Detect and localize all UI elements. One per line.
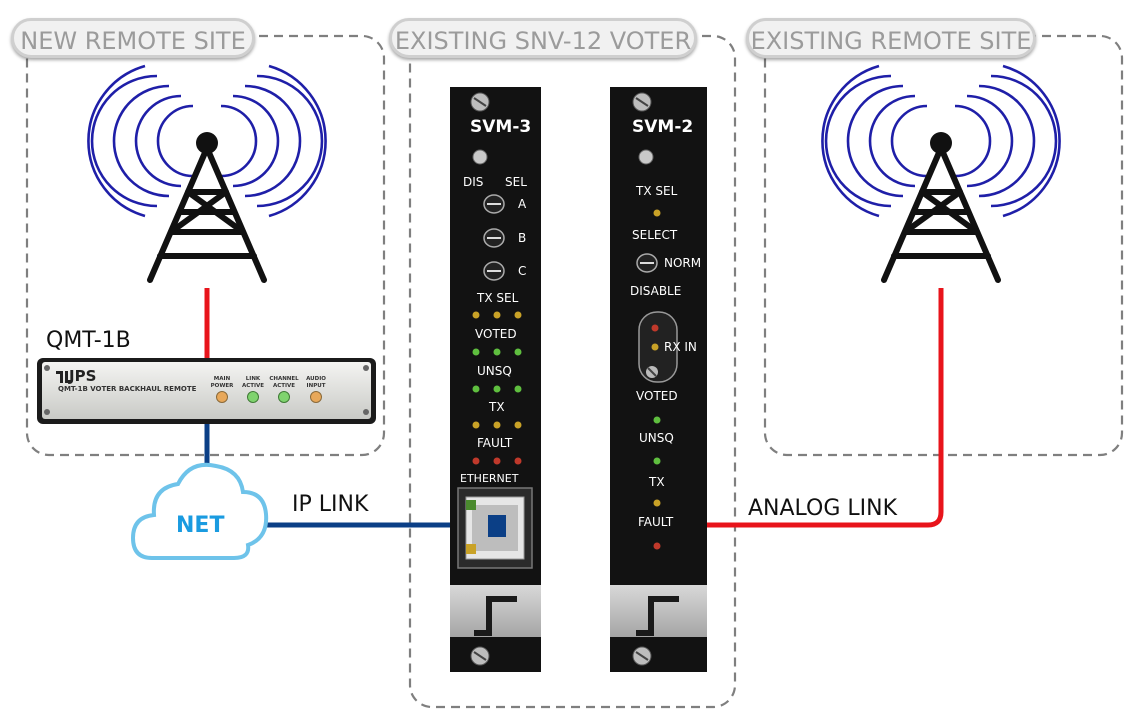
svm2-led-tx-sel: [653, 209, 661, 217]
net-label: NET: [176, 513, 225, 538]
svm3-sel-label: SEL: [505, 175, 527, 189]
svm2-title: SVM-2: [632, 117, 694, 137]
site-label-voter: EXISTING SNV-12 VOTER: [389, 18, 697, 58]
svm3-leds-tx-sel: [472, 311, 522, 319]
antenna-icon-right: [821, 64, 1061, 283]
svm2-select-switch[interactable]: [636, 253, 658, 273]
svm2-norm-label: NORM: [664, 256, 702, 270]
ip-link-label: IP LINK: [292, 492, 369, 517]
svm2-card: [610, 87, 707, 672]
svm2-led-voted: [653, 416, 661, 424]
svm2-voted-label: VOTED: [636, 389, 678, 403]
svm2-fault-label: FAULT: [638, 515, 674, 529]
qmt-led-channel-active: [278, 391, 290, 403]
svm2-disable-label: DISABLE: [630, 284, 682, 298]
svm2-tx-label: TX: [649, 475, 665, 489]
svm2-select-label: SELECT: [632, 228, 678, 242]
jps-logo-icon: [56, 371, 72, 383]
svm3-dis-label: DIS: [463, 175, 484, 189]
qmt-brand: JPS: [69, 367, 97, 385]
svm3-tx-label: TX: [489, 400, 505, 414]
site-label-existing-remote: EXISTING REMOTE SITE: [746, 18, 1036, 58]
qmt-led-audio-input: [310, 391, 322, 403]
svm3-tx-sel-label: TX SEL: [477, 291, 519, 305]
svm3-unsq-label: UNSQ: [477, 364, 512, 378]
svm3-switch-label-a: A: [518, 197, 527, 211]
svm2-led-tx: [653, 499, 661, 507]
qmt-led-link-active: [247, 391, 259, 403]
svm3-switch-label-b: B: [518, 231, 527, 245]
qmt-unit: [37, 358, 376, 424]
svm3-ethernet-label: ETHERNET: [460, 472, 519, 485]
svm2-led-fault: [653, 542, 661, 550]
svm3-switch-b[interactable]: [483, 228, 505, 248]
analog-link-label: ANALOG LINK: [748, 496, 898, 521]
svm3-switch-c[interactable]: [483, 261, 505, 281]
antenna-icon-left: [87, 64, 327, 283]
svm3-leds-fault: [472, 457, 522, 465]
svm3-leds-voted: [472, 348, 522, 356]
qmt-title: QMT-1B: [46, 328, 131, 353]
svm2-tx-sel-label: TX SEL: [636, 184, 678, 198]
qmt-subtitle: QMT-1B VOTER BACKHAUL REMOTE: [58, 385, 197, 393]
svm3-switch-a[interactable]: [483, 194, 505, 214]
net-cloud-icon: [130, 462, 269, 560]
site-label-new-remote: NEW REMOTE SITE: [11, 18, 255, 58]
analog-link-line: [706, 288, 944, 528]
svm2-rx-in-label: RX IN: [664, 340, 697, 354]
svm3-fault-label: FAULT: [477, 436, 513, 450]
ethernet-port[interactable]: [457, 487, 533, 569]
qmt-led-main-power: [216, 391, 228, 403]
svm2-unsq-label: UNSQ: [639, 431, 674, 445]
svm3-leds-tx: [472, 421, 522, 429]
svm3-voted-label: VOTED: [475, 327, 517, 341]
svm2-rx-in-switch[interactable]: [638, 311, 678, 383]
svm3-leds-unsq: [472, 385, 522, 393]
svm2-led-unsq: [653, 457, 661, 465]
svm3-card: [450, 87, 541, 672]
svm3-switch-label-c: C: [518, 264, 527, 278]
svm3-title: SVM-3: [470, 117, 532, 137]
